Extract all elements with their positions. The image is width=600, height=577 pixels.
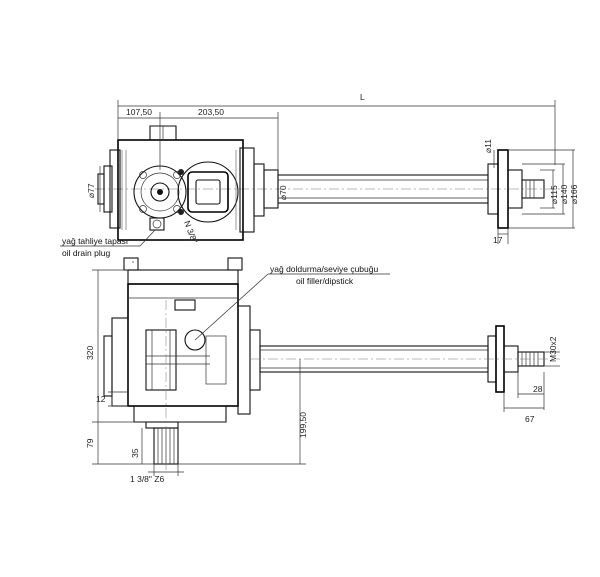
dim-12: 12: [96, 394, 106, 404]
dim-m30: M30x2: [548, 336, 558, 362]
dim-140: ⌀140: [559, 184, 569, 204]
oil-filler: [184, 329, 206, 351]
dim-107: 107,50: [126, 107, 152, 117]
callout-drain-tr: yağ tahliye tapası: [62, 236, 128, 246]
dim-35: 35: [130, 448, 140, 458]
dim-28: 28: [533, 384, 543, 394]
dim-thread: N 3/8": [182, 219, 199, 244]
gearbox-body-side: [127, 283, 239, 407]
dim-11: ⌀11: [483, 139, 493, 153]
square-housing: [187, 171, 229, 213]
dim-199: 199,50: [298, 412, 308, 438]
callout-drain-en: oil drain plug: [62, 248, 110, 258]
dim-115: ⌀115: [549, 185, 559, 204]
dim-70: ⌀70: [278, 185, 288, 200]
dim-spline: 1 3/8" Z6: [130, 474, 164, 484]
gearbox-body-top: [117, 139, 244, 241]
dim-17: 17: [493, 235, 503, 245]
drain-plug: [149, 217, 165, 231]
dim-320: 320: [85, 346, 95, 360]
dim-79: 79: [85, 438, 95, 448]
dim-L: L: [360, 92, 365, 102]
top-view: L 107,50 203,50 ⌀77 ⌀70 ⌀11 ⌀115 ⌀140 ⌀1…: [60, 92, 579, 258]
dim-166: ⌀166: [569, 184, 579, 204]
callout-filler-en: oil filler/dipstick: [296, 276, 354, 286]
dim-77: ⌀77: [86, 183, 96, 198]
callout-filler-tr: yağ doldurma/seviye çubuğu: [270, 264, 378, 274]
side-view: 320 12 79 35 1 3/8" Z6 199,50 M30x2 28 6…: [85, 257, 560, 484]
dim-67: 67: [525, 414, 535, 424]
dim-203: 203,50: [198, 107, 224, 117]
